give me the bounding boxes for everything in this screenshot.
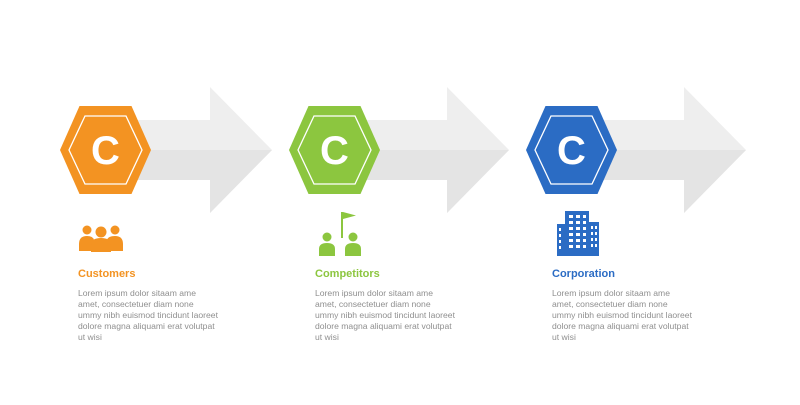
step-3-arrow (574, 87, 746, 213)
step-2-title: Competitors (315, 268, 380, 280)
step-1-description: Lorem ipsum dolor sitaam ame amet, conse… (78, 288, 218, 342)
step-3-title: Corporation (552, 268, 615, 280)
office-building-icon (557, 211, 599, 256)
step-1-title: Customers (78, 268, 136, 280)
step-2-hexagon: C (289, 106, 380, 194)
step-2-arrow (337, 87, 509, 213)
step-1-hexagon: C (60, 106, 151, 194)
step-1-letter: C (91, 129, 120, 173)
competitors-flag-icon (319, 212, 361, 256)
people-group-icon (79, 225, 123, 252)
step-2-letter: C (320, 129, 349, 173)
step-3-letter: C (557, 129, 586, 173)
step-3-hexagon: C (526, 106, 617, 194)
step-3-description: Lorem ipsum dolor sitaam ame amet, conse… (552, 288, 692, 342)
step-2-description: Lorem ipsum dolor sitaam ame amet, conse… (315, 288, 455, 342)
